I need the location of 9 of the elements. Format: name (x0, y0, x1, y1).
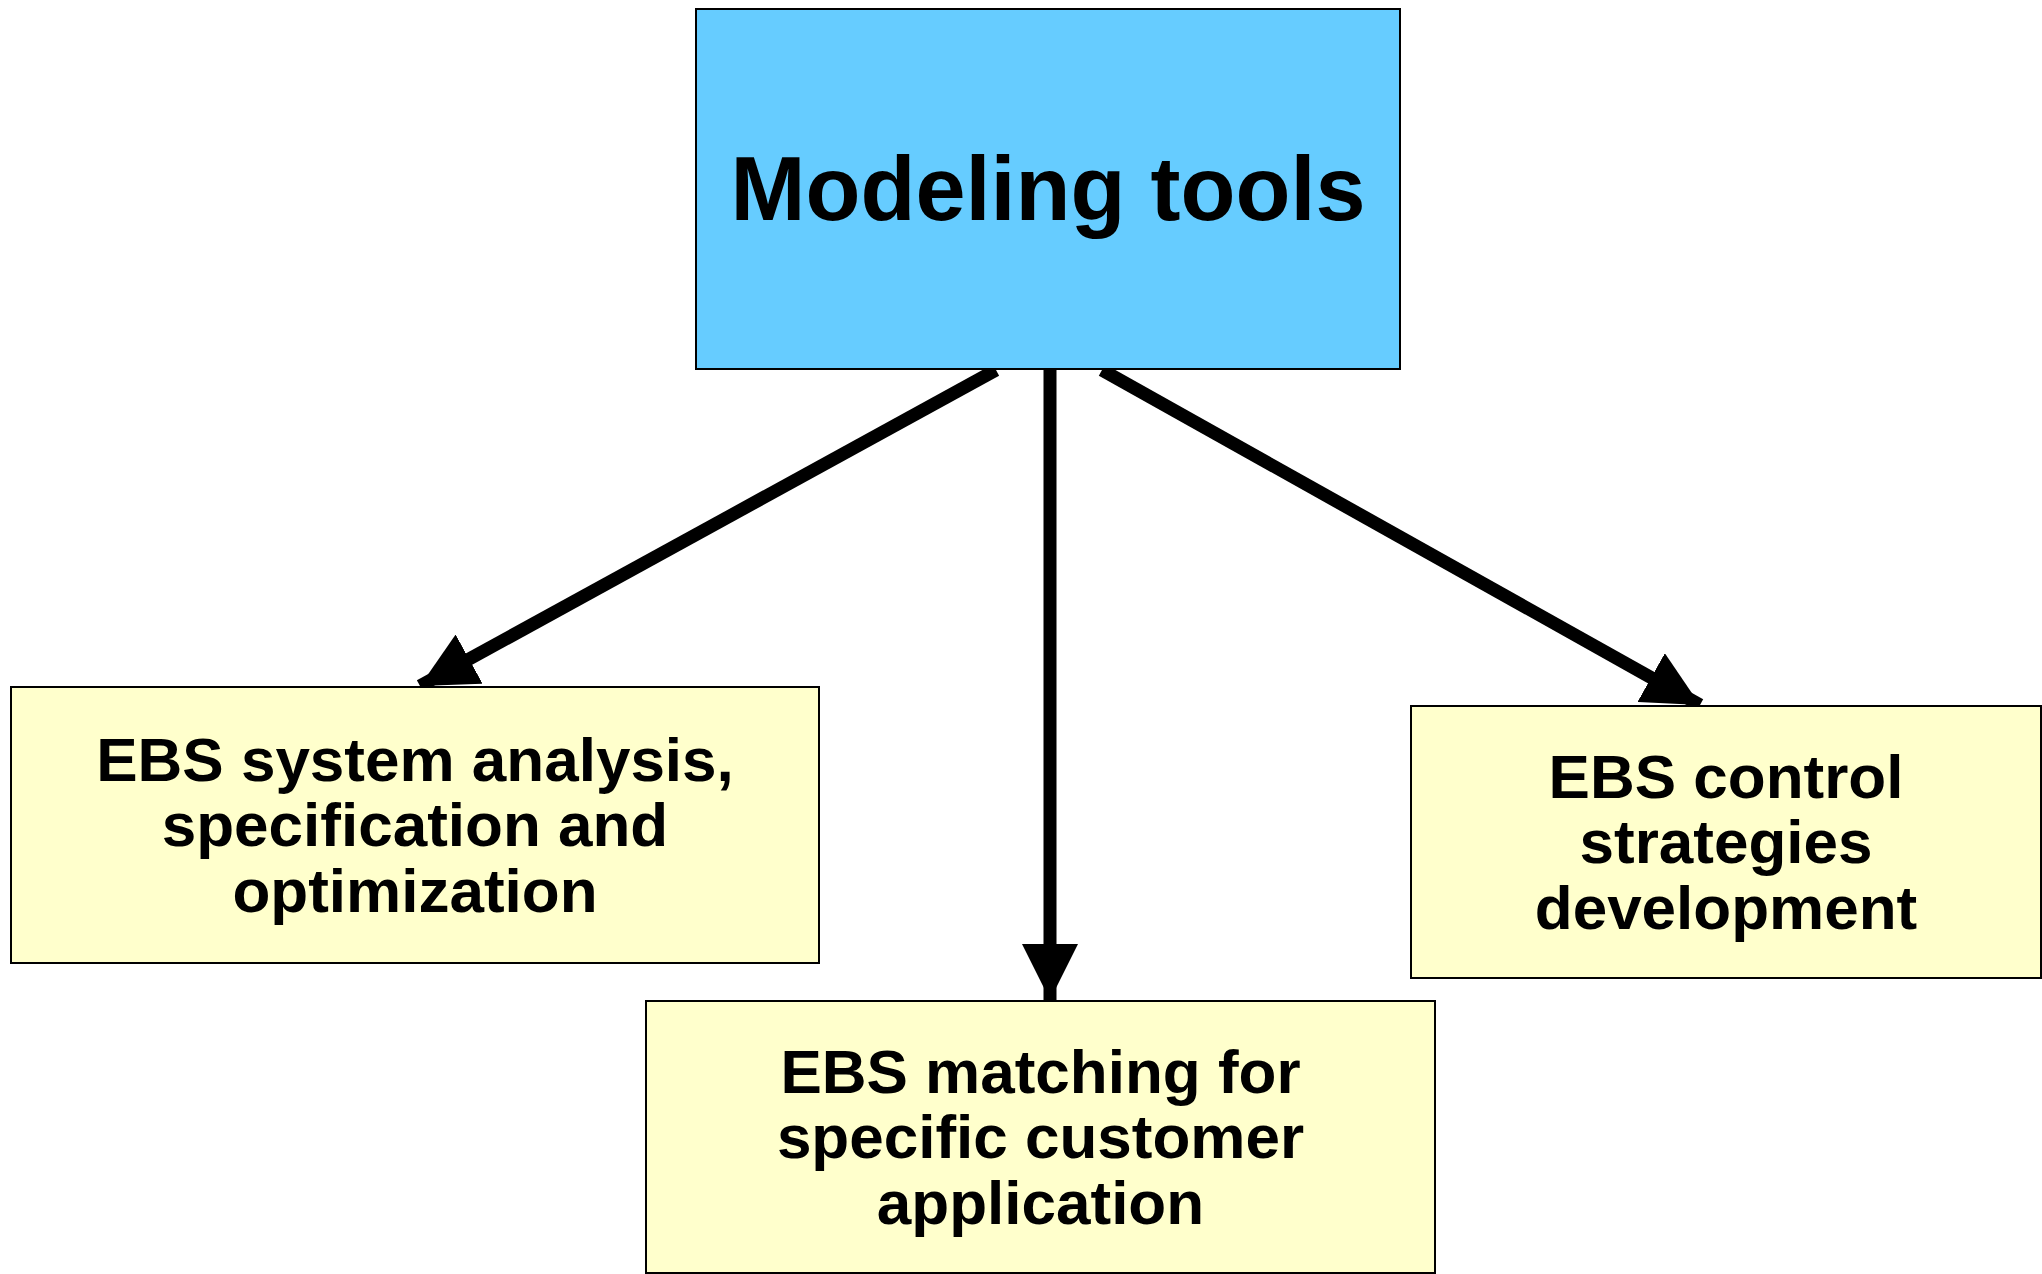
title-box (695, 8, 1401, 370)
box-label: EBS system analysis, specification and optimization (95, 727, 735, 923)
process-box (10, 686, 820, 964)
box-label: EBS matching for specific customer application (775, 1039, 1306, 1235)
box-title: Modeling tools (730, 141, 1366, 237)
box-label: EBS control strategies development (1533, 744, 1919, 940)
arrow (1022, 370, 1078, 1000)
process-box (645, 1000, 1436, 1274)
process-box (1410, 705, 2042, 979)
